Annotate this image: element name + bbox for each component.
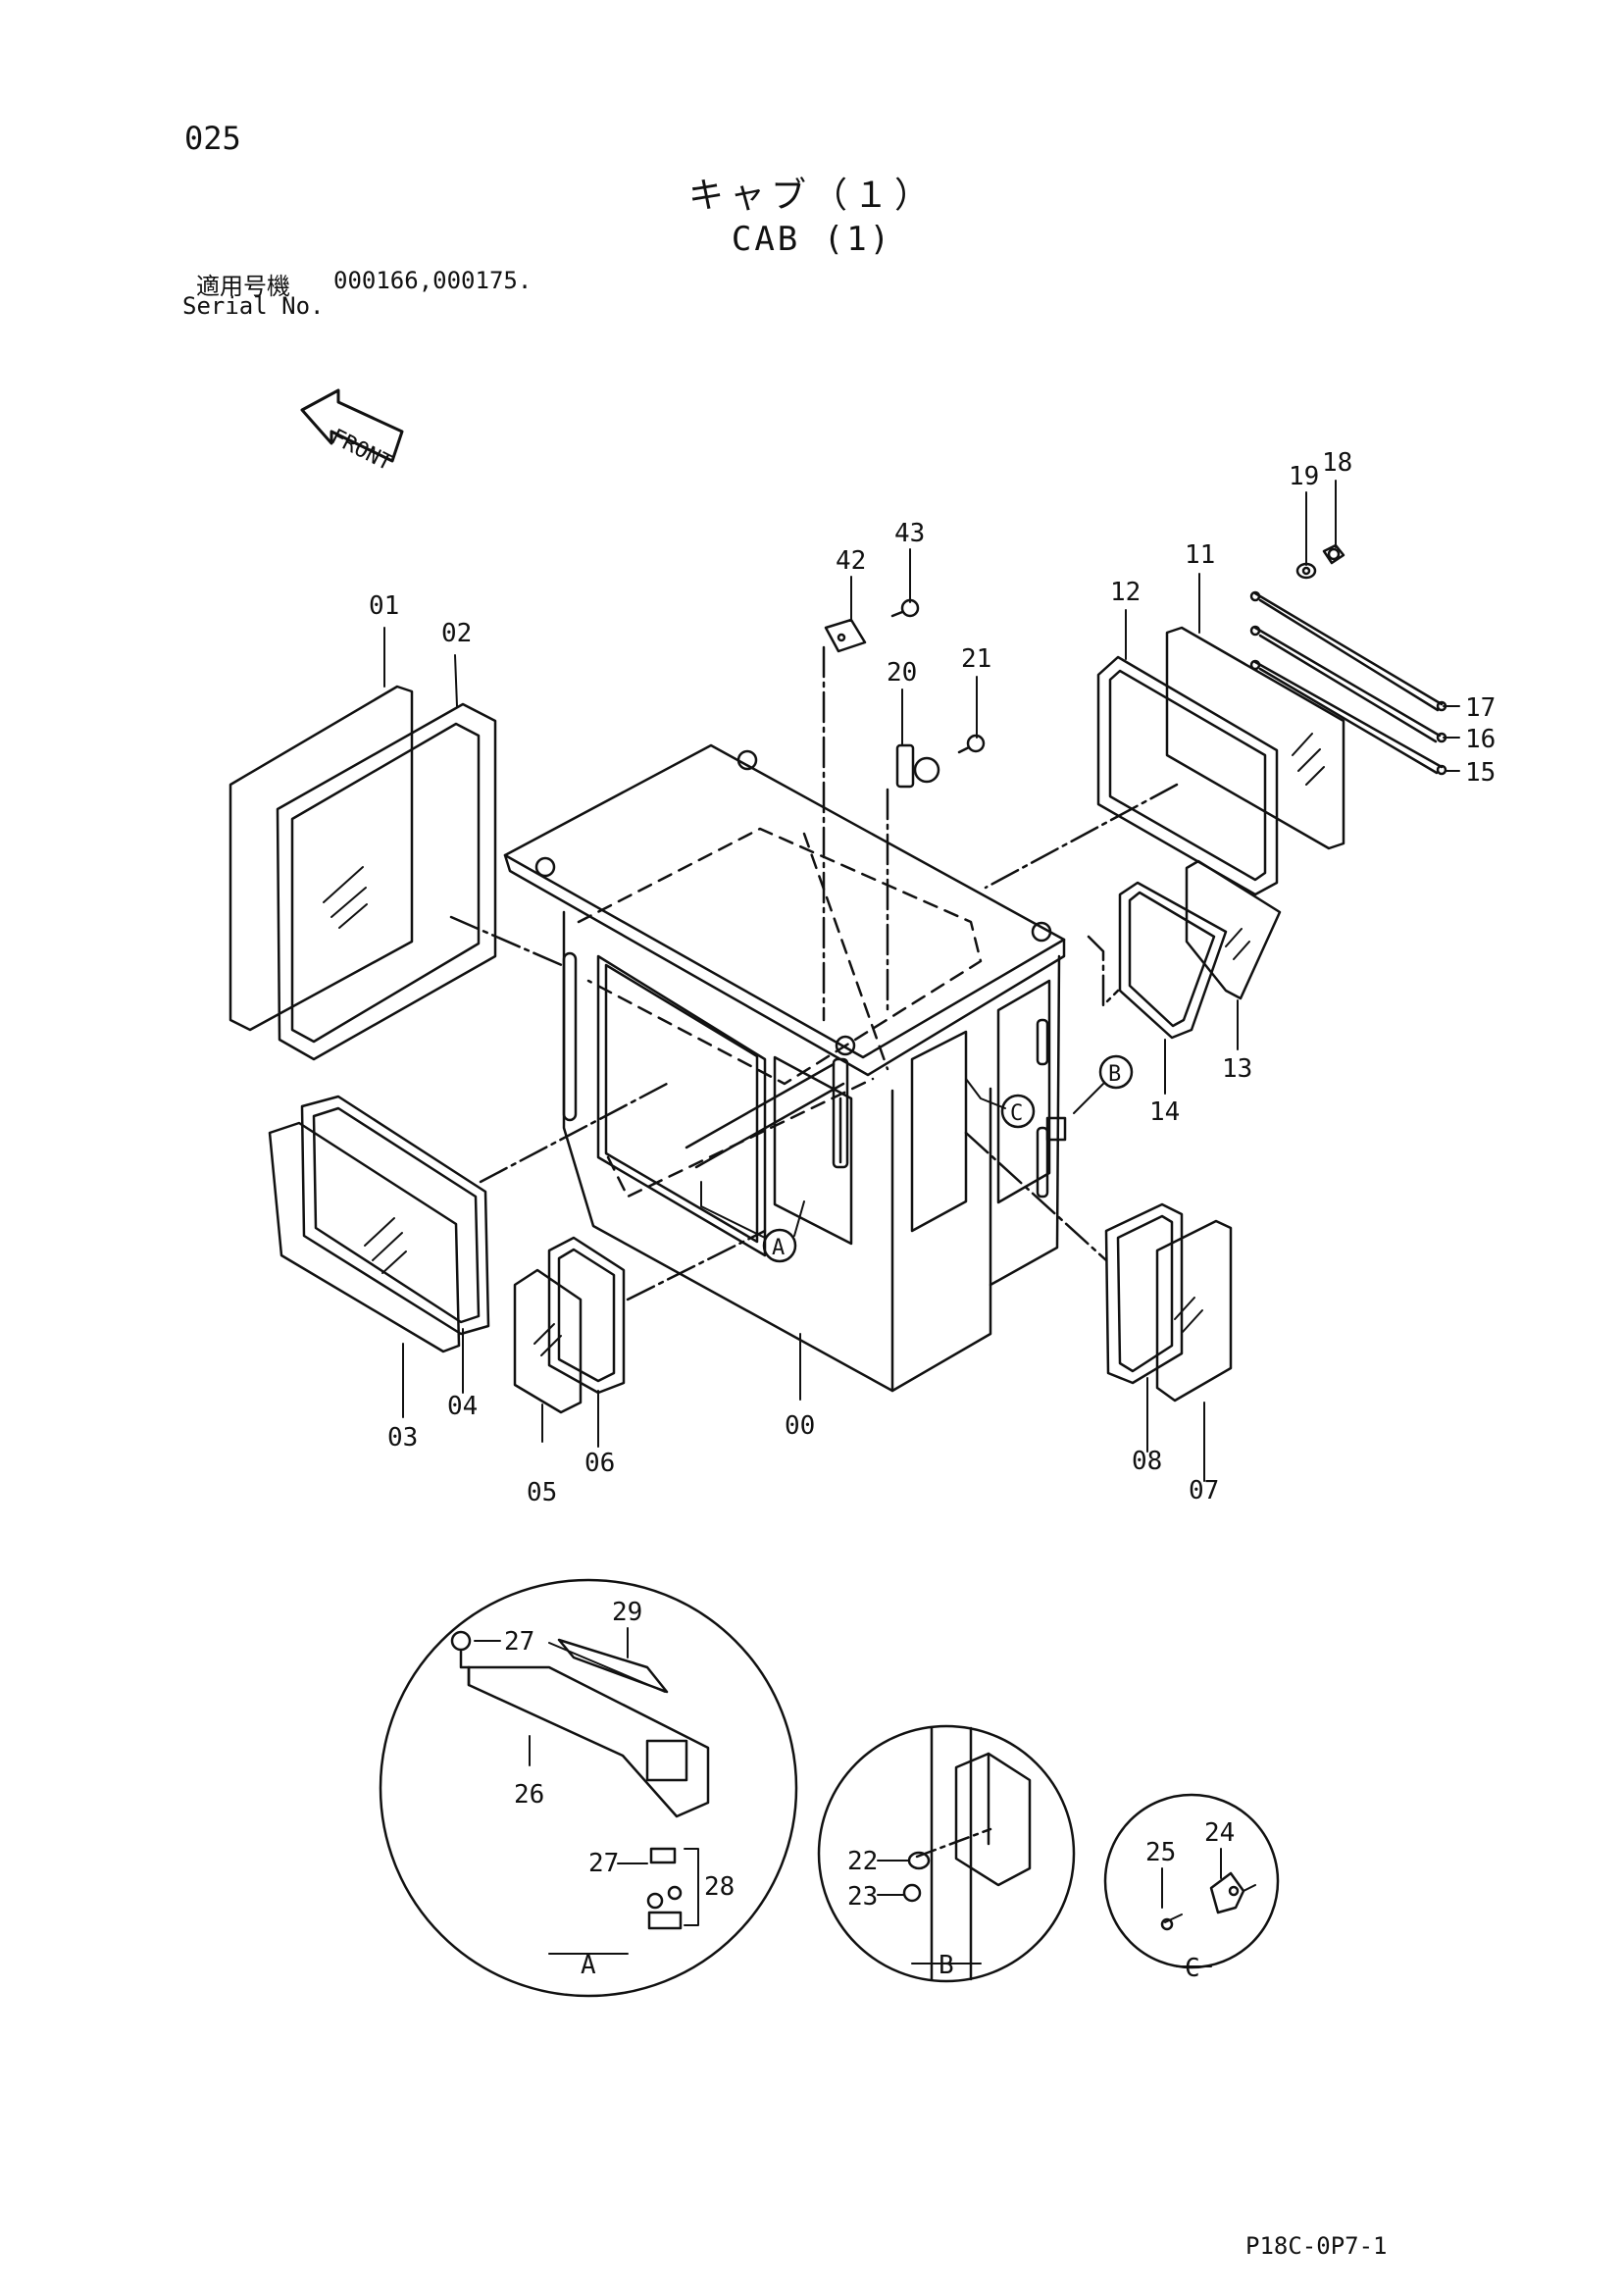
callout-13: 13 (1222, 1054, 1252, 1084)
callout-20: 20 (887, 658, 917, 688)
callout-26: 26 (514, 1780, 544, 1810)
callout-07: 07 (1189, 1476, 1219, 1505)
detail-b (817, 1724, 1076, 1983)
front-glass-01 (228, 685, 414, 1032)
callout-24: 24 (1204, 1818, 1235, 1848)
front-label: FRONT (327, 425, 395, 476)
callout-labels: 00 01 02 03 04 05 06 07 08 11 12 13 14 1… (369, 448, 1496, 1983)
front-seal-02 (276, 702, 497, 1061)
cab-body (503, 743, 1067, 1393)
callout-19: 19 (1289, 462, 1319, 491)
callout-43: 43 (894, 519, 925, 548)
callout-11: 11 (1185, 540, 1215, 570)
detail-marker-c: C (1010, 1101, 1023, 1126)
callout-02: 02 (441, 619, 472, 648)
rear-seal-12 (1096, 655, 1279, 896)
side-seal-04 (300, 1095, 490, 1336)
page-title-japanese: キャブ（１） (687, 176, 936, 216)
detail-label-c: C (1185, 1954, 1200, 1983)
callout-05: 05 (527, 1478, 557, 1507)
callout-42: 42 (836, 546, 866, 576)
detail-marker-b: B (1108, 1062, 1121, 1087)
callout-12: 12 (1110, 578, 1141, 607)
bolt-18-icon (1322, 543, 1345, 565)
bolt-43-icon (890, 598, 920, 618)
callout-27-upper: 27 (504, 1627, 534, 1657)
callout-28: 28 (704, 1872, 735, 1902)
bracket-42 (824, 618, 867, 653)
detail-marker-a: A (772, 1236, 785, 1260)
door-glass-05 (513, 1268, 583, 1414)
detail-label-a: A (581, 1951, 596, 1980)
callout-22: 22 (847, 1847, 878, 1876)
side-glass-07 (1155, 1219, 1233, 1403)
leader-lines (383, 480, 1460, 1482)
detail-c (1103, 1793, 1280, 1969)
side-seal-08 (1104, 1202, 1184, 1385)
callout-06: 06 (584, 1449, 615, 1478)
detail-a (379, 1578, 798, 1998)
detail-label-b: B (939, 1951, 954, 1980)
callout-04: 04 (447, 1392, 478, 1421)
callout-27-lower: 27 (588, 1849, 619, 1878)
bolt-21-icon (957, 734, 986, 754)
rear-glass-11 (1165, 626, 1345, 850)
callout-16: 16 (1465, 725, 1496, 754)
bracket-20 (895, 743, 940, 789)
drawing-code: P18C-0P7-1 (1245, 2232, 1388, 2260)
callout-08: 08 (1132, 1447, 1162, 1476)
callout-17: 17 (1465, 693, 1496, 723)
serial-label-japanese: 適用号機 (196, 273, 290, 300)
callout-14: 14 (1149, 1097, 1180, 1127)
callout-15: 15 (1465, 758, 1496, 788)
front-arrow-icon: FRONT (300, 388, 404, 476)
callout-25: 25 (1145, 1838, 1176, 1867)
callout-00: 00 (785, 1411, 815, 1441)
door-seal-06 (547, 1236, 626, 1395)
side-glass-03 (268, 1121, 461, 1353)
washer-19-icon (1295, 562, 1317, 580)
callout-01: 01 (369, 591, 399, 621)
serial-values: 000166,000175. (333, 267, 533, 294)
callout-29: 29 (612, 1598, 642, 1627)
callout-21: 21 (961, 644, 991, 674)
page-number: 025 (184, 120, 241, 157)
stay-rods (1249, 590, 1447, 776)
quarter-seal-14 (1118, 881, 1228, 1040)
callout-03: 03 (387, 1423, 418, 1453)
quarter-glass-13 (1185, 859, 1282, 1000)
callout-18: 18 (1322, 448, 1352, 478)
callout-23: 23 (847, 1882, 878, 1912)
serial-label-english: Serial No. (182, 292, 325, 320)
page-title-english: CAB (1) (731, 220, 893, 259)
